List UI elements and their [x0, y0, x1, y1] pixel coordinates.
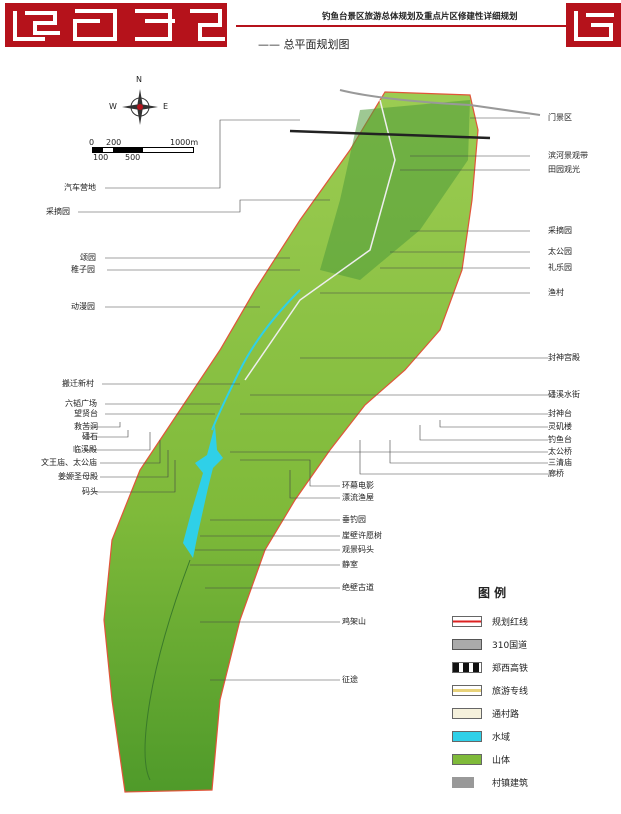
- logo-pattern-left: [13, 9, 225, 41]
- compass-n: N: [136, 75, 142, 84]
- label-dock: 码头: [82, 487, 98, 496]
- label-viewing-dock: 观景码头: [342, 545, 374, 554]
- label-riverside-belt: 滨河景观带: [548, 151, 588, 160]
- label-song-garden: 颂园: [80, 253, 96, 262]
- compass-w: W: [109, 102, 117, 111]
- legend-label: 山体: [492, 755, 511, 766]
- label-kids-garden: 稚子园: [71, 265, 95, 274]
- label-jiuku-cave: 救苦洞: [74, 422, 98, 431]
- water-area: [183, 425, 223, 558]
- label-pastoral: 田园观光: [548, 165, 580, 174]
- label-gate-area: 门景区: [548, 113, 572, 122]
- legend-label: 郑西高铁: [492, 663, 529, 674]
- label-diaoyu-terrace: 钓鱼台: [548, 435, 572, 444]
- legend-mountain: 山体: [452, 752, 510, 766]
- legend-label: 村镇建筑: [492, 778, 529, 789]
- legend-buildings: 村镇建筑: [452, 775, 528, 789]
- label-taigong-garden: 太公园: [548, 247, 572, 256]
- label-panxi-street: 磻溪水街: [548, 390, 580, 399]
- label-car-camp: 汽车营地: [64, 183, 96, 192]
- village-road: [244, 99, 396, 381]
- label-jijia-mountain: 鸡架山: [342, 617, 366, 626]
- label-covered-bridge: 廊桥: [548, 469, 564, 478]
- national-road: [339, 89, 541, 116]
- compass-e: E: [163, 102, 169, 111]
- mountain-area: [103, 91, 479, 793]
- label-wangxian-terrace: 望贤台: [74, 409, 98, 418]
- scale-500: 500: [125, 153, 141, 162]
- railway: [289, 129, 491, 140]
- label-lingji-tower: 灵矶楼: [548, 422, 572, 431]
- label-liutao-plaza: 六韬广场: [65, 399, 97, 408]
- label-fishing-village: 渔村: [548, 288, 564, 297]
- legend-tourist-line: 旅游专线: [452, 683, 528, 697]
- label-fengshen-terrace: 封神台: [548, 409, 572, 418]
- scale-100: 100: [93, 153, 109, 162]
- label-wishing-tree: 崖壁许愿树: [342, 531, 382, 540]
- legend-red-line: 规划红线: [452, 614, 528, 628]
- label-circle-cinema: 环幕电影: [342, 481, 374, 490]
- label-stone: 磻石: [82, 432, 98, 441]
- compass-rose-icon: [122, 89, 158, 125]
- label-jiangyuan-hall: 姜嫄圣母殿: [58, 472, 98, 481]
- label-anime-park: 动漫园: [71, 302, 95, 311]
- legend-title: 图 例: [478, 586, 507, 600]
- scale-200: 200: [106, 138, 122, 147]
- label-picking-garden-w: 采摘园: [46, 207, 70, 216]
- legend-label: 310国道: [492, 640, 528, 651]
- legend-village-road: 通村路: [452, 706, 519, 720]
- label-fishing-garden: 垂钓园: [342, 515, 366, 524]
- logo-pattern-right: [574, 11, 614, 41]
- label-temples: 文王庙、太公庙: [41, 458, 97, 467]
- legend-national-road: 310国道: [452, 637, 527, 651]
- village-area: [320, 100, 470, 280]
- legend-railway: 郑西高铁: [452, 660, 528, 674]
- label-liyue-garden: 礼乐园: [548, 263, 572, 272]
- sheet-title: —— 总平面规划图: [258, 38, 350, 51]
- project-title: 钓鱼台景区旅游总体规划及重点片区修建性详细规划: [322, 12, 518, 22]
- label-linxi-hall: 临溪殿: [73, 445, 97, 454]
- legend-label: 水域: [492, 732, 511, 743]
- legend-water: 水域: [452, 729, 510, 743]
- label-new-village: 搬迁新村: [62, 379, 94, 388]
- label-picking-garden-e: 采摘园: [548, 226, 572, 235]
- label-rafting-house: 漂流渔屋: [342, 493, 374, 502]
- label-journey: 征途: [342, 675, 358, 684]
- legend-label: 通村路: [492, 709, 520, 720]
- label-fengshen-palace: 封神宫殿: [548, 353, 580, 362]
- legend-label: 规划红线: [492, 617, 529, 628]
- river: [211, 289, 301, 431]
- leader-lines: [78, 117, 548, 681]
- scale-0: 0: [89, 138, 95, 147]
- legend-label: 旅游专线: [492, 686, 529, 697]
- header-rule: [236, 25, 566, 27]
- label-cliff-path: 绝壁古道: [342, 583, 374, 592]
- scale-bar: [92, 147, 194, 153]
- label-quiet-room: 静室: [342, 560, 358, 569]
- label-sanqing-temple: 三清庙: [548, 458, 572, 467]
- scale-1000: 1000m: [170, 138, 199, 147]
- label-taigong-bridge: 太公桥: [548, 447, 572, 456]
- valley-stream: [144, 559, 191, 781]
